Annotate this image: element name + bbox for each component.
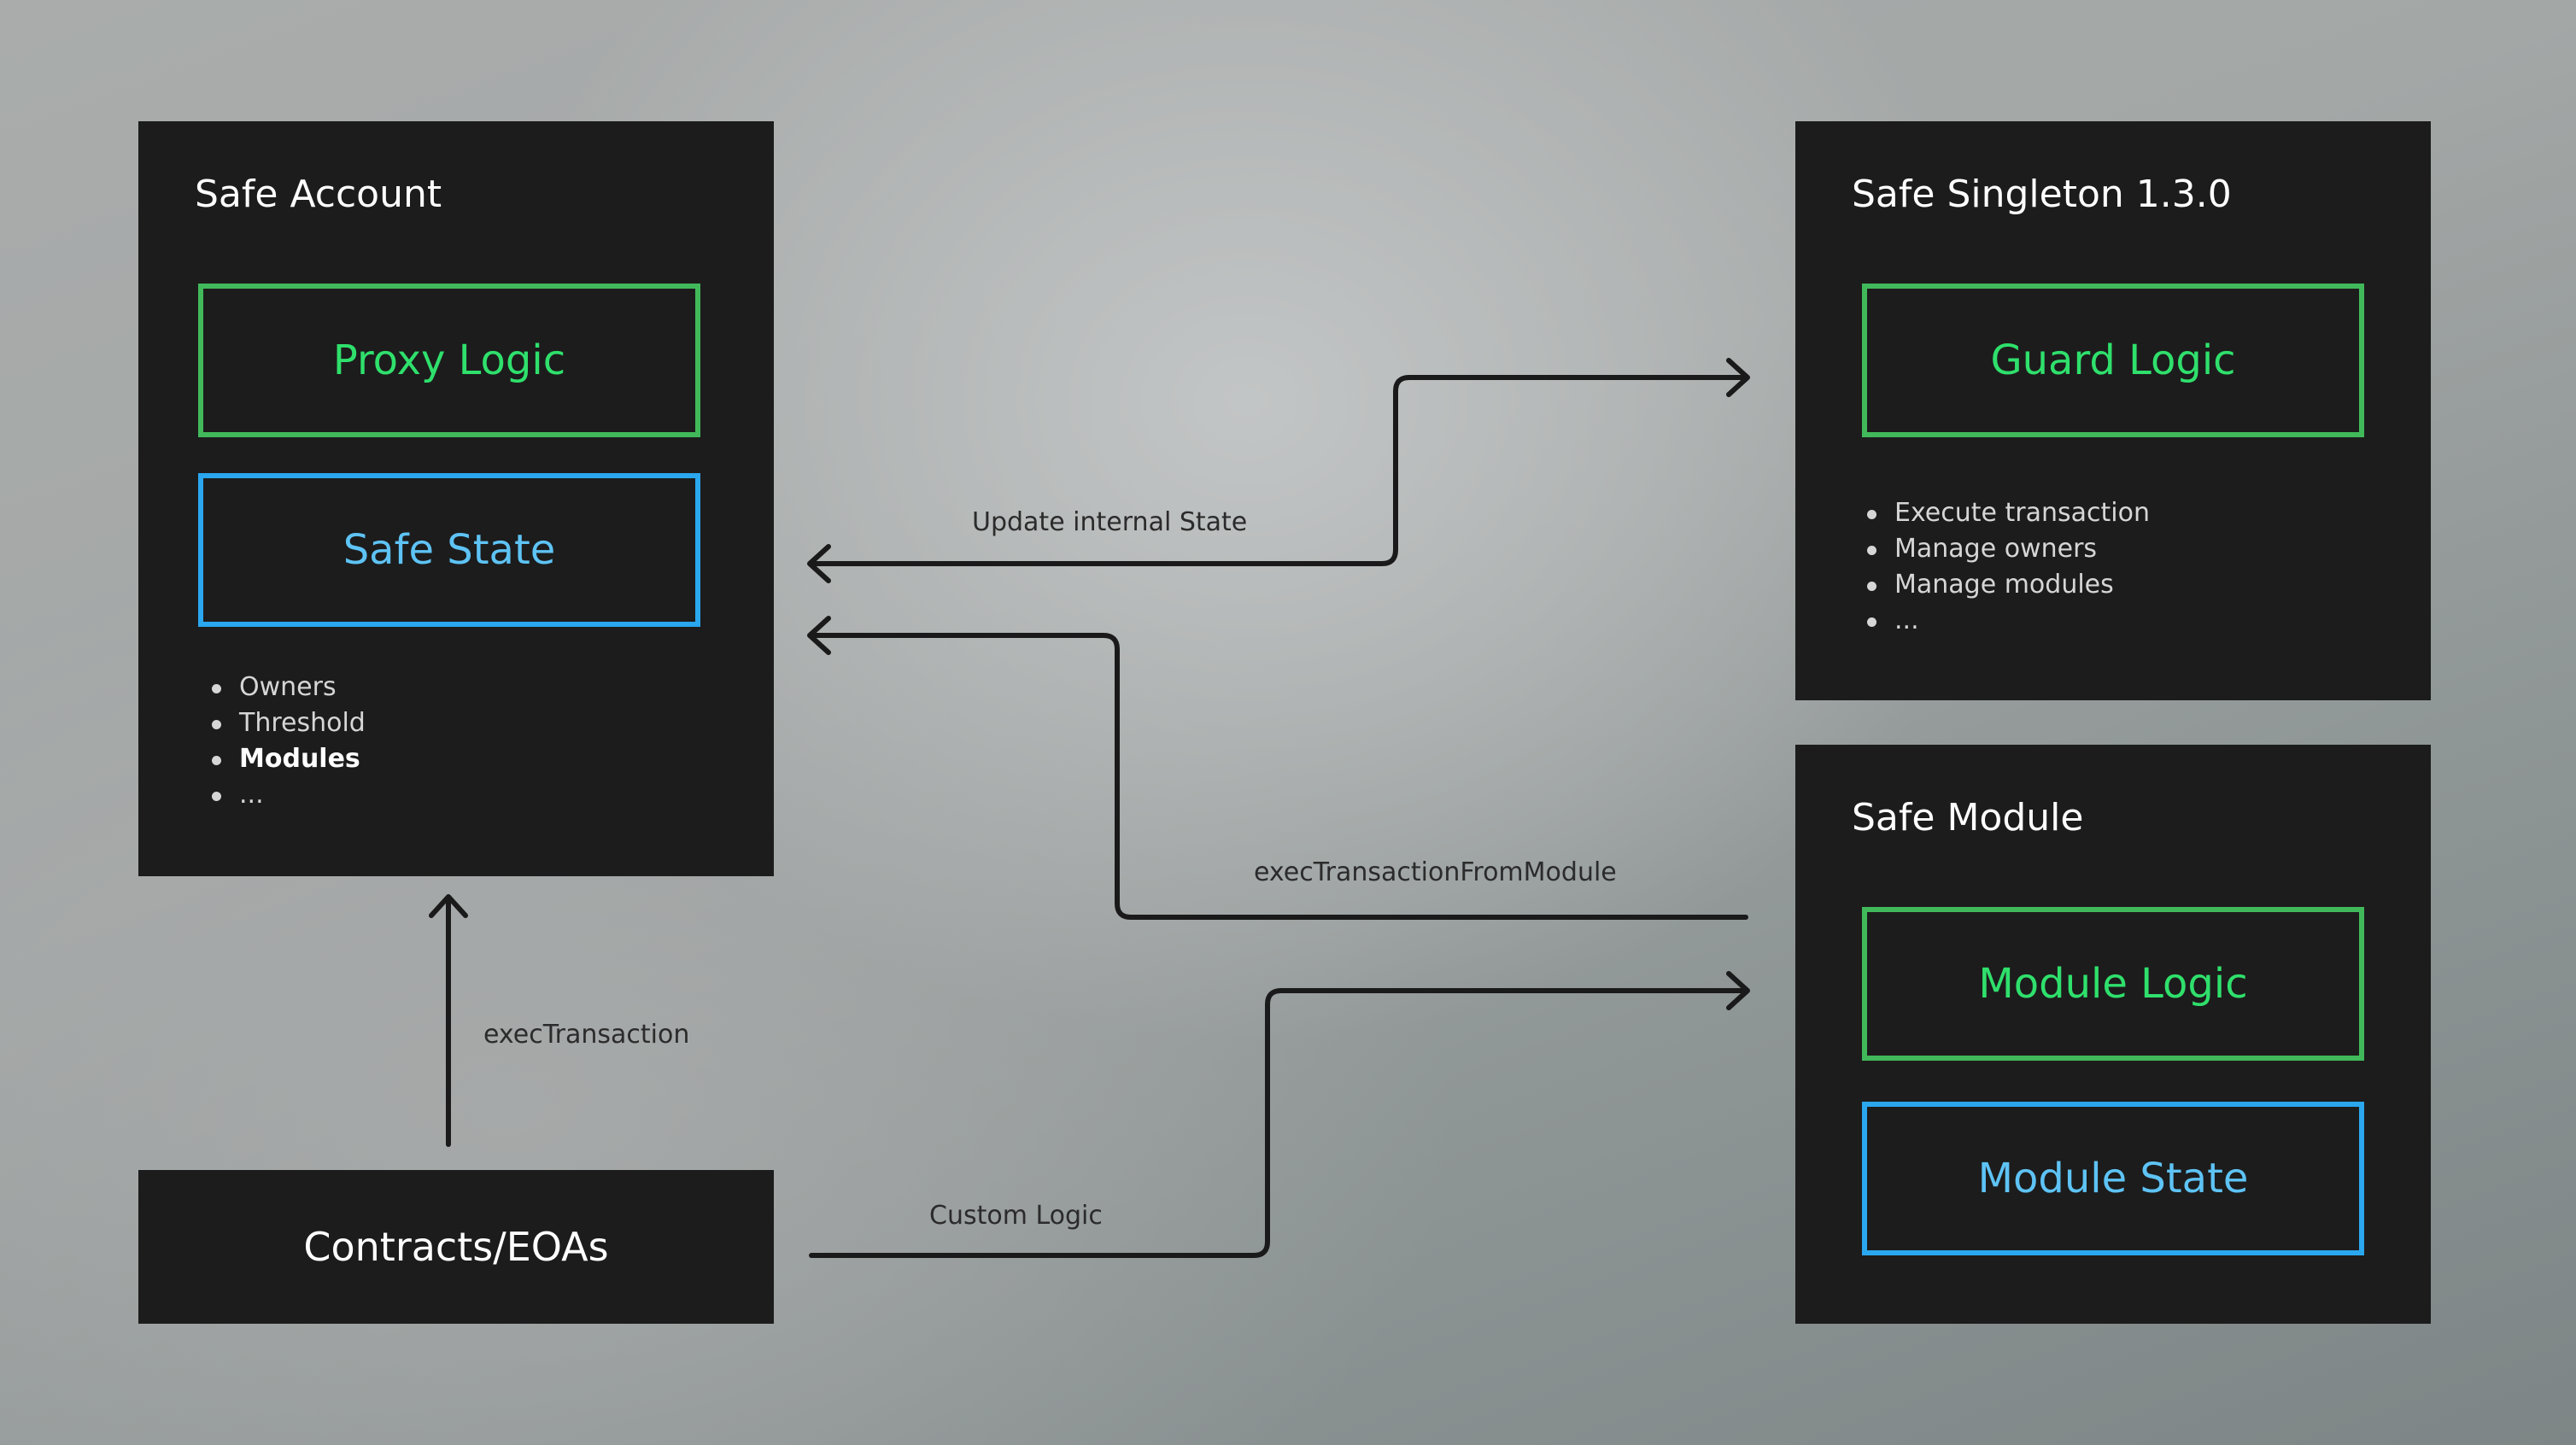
safe-state-items: Owners Threshold Modules ... bbox=[210, 670, 366, 813]
contracts-eoas-node: Contracts/EOAs bbox=[138, 1170, 774, 1324]
contracts-eoas-title: Contracts/EOAs bbox=[303, 1224, 609, 1270]
list-item: Threshold bbox=[210, 705, 366, 741]
update-internal-state-arrow bbox=[809, 375, 1748, 566]
list-item: Execute transaction bbox=[1865, 495, 2150, 531]
safe-state-box: Safe State bbox=[198, 473, 700, 627]
custom-logic-label: Custom Logic bbox=[929, 1201, 1103, 1231]
arrowhead-left-icon bbox=[807, 544, 831, 583]
safe-account-node: Safe Account Proxy Logic Safe State Owne… bbox=[138, 121, 774, 876]
list-item: Manage modules bbox=[1865, 567, 2150, 603]
singleton-items: Execute transaction Manage owners Manage… bbox=[1865, 495, 2150, 639]
list-item: Owners bbox=[210, 670, 366, 705]
custom-logic-arrow bbox=[809, 988, 1748, 1258]
arrowhead-up-icon bbox=[429, 894, 468, 918]
list-item: Manage owners bbox=[1865, 531, 2150, 567]
module-state-box: Module State bbox=[1862, 1102, 2364, 1255]
arrowhead-right-icon bbox=[1726, 358, 1750, 397]
safe-module-node: Safe Module Module Logic Module State bbox=[1795, 745, 2431, 1324]
guard-logic-box: Guard Logic bbox=[1862, 284, 2364, 437]
update-internal-state-label: Update internal State bbox=[972, 507, 1248, 537]
safe-singleton-node: Safe Singleton 1.3.0 Guard Logic Execute… bbox=[1795, 121, 2431, 700]
module-logic-box: Module Logic bbox=[1862, 907, 2364, 1061]
safe-singleton-title: Safe Singleton 1.3.0 bbox=[1852, 173, 2232, 216]
exec-transaction-from-module-label: execTransactionFromModule bbox=[1254, 857, 1617, 887]
safe-module-title: Safe Module bbox=[1852, 796, 2084, 840]
list-item: ... bbox=[1865, 603, 2150, 639]
exec-transaction-from-module-arrow bbox=[809, 633, 1748, 920]
arrowhead-left-icon bbox=[807, 616, 831, 655]
proxy-logic-box: Proxy Logic bbox=[198, 284, 700, 437]
safe-account-title: Safe Account bbox=[195, 173, 442, 216]
list-item: Modules bbox=[210, 741, 366, 777]
list-item: ... bbox=[210, 777, 366, 813]
arrowhead-right-icon bbox=[1726, 971, 1750, 1010]
exec-transaction-label: execTransaction bbox=[483, 1020, 690, 1050]
